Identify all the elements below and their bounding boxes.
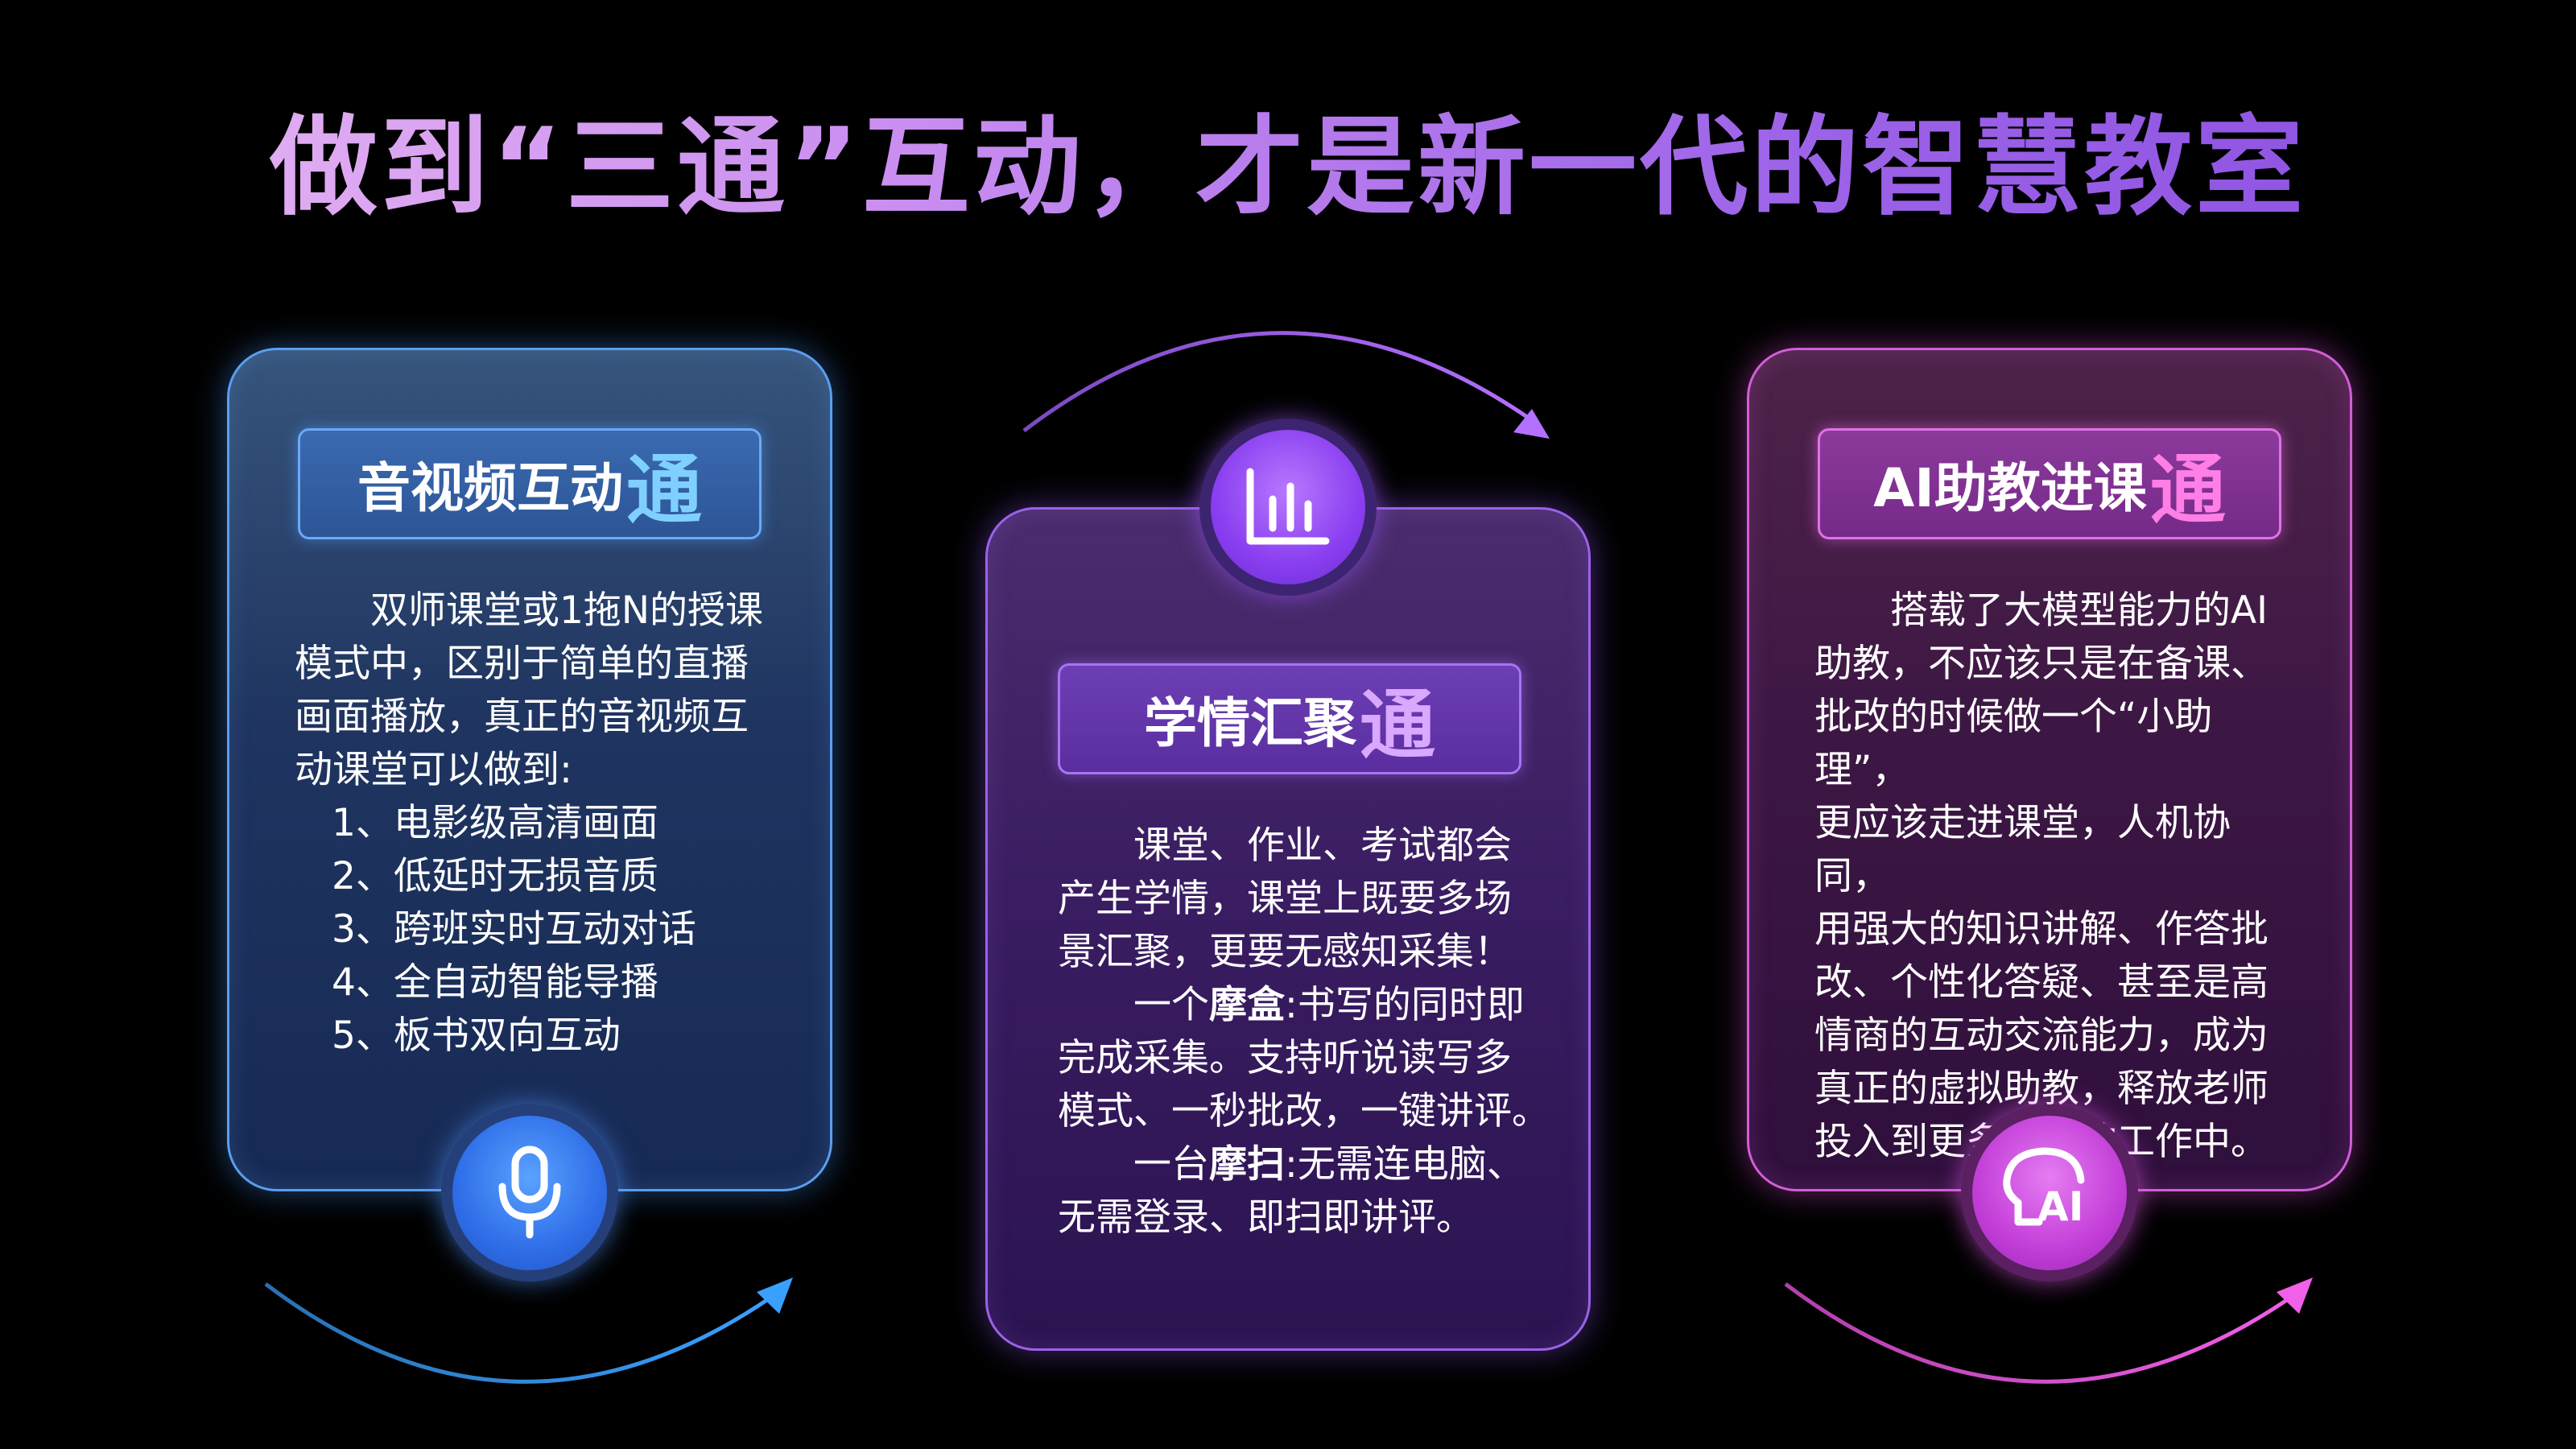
card-label-av: 音视频互动通 — [298, 428, 762, 539]
card-learning-data — [985, 507, 1591, 1351]
text-fragment: 一台 — [1133, 1142, 1209, 1187]
text-line: 更应该走进课堂，人机协同， — [1814, 801, 2231, 898]
text-fragment: :无需连电脑、 — [1285, 1142, 1525, 1187]
card-text-ai: 搭载了大模型能力的AI 助教，不应该只是在备课、 批改的时候做一个“小助理”， … — [1814, 584, 2306, 1169]
microphone-icon — [441, 1104, 618, 1282]
text-line: 搭载了大模型能力的AI — [1890, 588, 2268, 633]
text-fragment: :书写的同时即 — [1285, 983, 1525, 1027]
product-name-mosao: 摩扫 — [1209, 1142, 1285, 1187]
card-label-main: AI助教进课 — [1873, 457, 2147, 519]
bar-chart-icon — [1199, 419, 1377, 596]
text-line: 情商的互动交流能力，成为 — [1814, 1013, 2268, 1058]
card-text-av: 双师课堂或1拖N的授课 模式中，区别于简单的直播 画面播放，真正的音视频互 动课… — [295, 584, 786, 1063]
text-line: 产生学情，课堂上既要多场 — [1058, 877, 1512, 921]
text-line: 模式、一秒批改，一键讲评。 — [1058, 1089, 1550, 1133]
text-line: 真正的虚拟助教，释放老师 — [1814, 1067, 2268, 1111]
list-item: 4、全自动智能导播 — [332, 960, 658, 1005]
text-line: 用强大的知识讲解、作答批 — [1814, 907, 2268, 952]
card-label-main: 音视频互动 — [357, 457, 623, 519]
text-line: 画面播放，真正的音视频互 — [295, 695, 749, 739]
text-line: 课堂、作业、考试都会 — [1133, 824, 1512, 868]
text-line: 批改的时候做一个“小助理”， — [1814, 695, 2213, 792]
text-line: 改、个性化答疑、甚至是高 — [1814, 960, 2268, 1005]
card-label-learning: 学情汇聚通 — [1058, 663, 1521, 774]
card-label-suffix: 通 — [2149, 447, 2226, 535]
list-item: 5、板书双向互动 — [332, 1013, 621, 1058]
product-name-mohe: 摩盒 — [1209, 983, 1285, 1027]
page-title: 做到“三通”互动，才是新一代的智慧教室 — [0, 95, 2576, 240]
text-line: 完成采集。支持听说读写多 — [1058, 1036, 1512, 1080]
list-item: 1、电影级高清画面 — [332, 801, 658, 845]
ai-icon-text: AI — [2037, 1183, 2083, 1230]
text-fragment: 一个 — [1133, 983, 1209, 1027]
list-item: 2、低延时无损音质 — [332, 854, 658, 898]
text-line: 模式中，区别于简单的直播 — [295, 642, 749, 686]
card-text-learning: 课堂、作业、考试都会 产生学情，课堂上既要多场 景汇聚，更要无感知采集！ 一个摩… — [1058, 819, 1573, 1245]
text-line: 动课堂可以做到: — [295, 748, 572, 792]
text-line: 双师课堂或1拖N的授课 — [370, 588, 764, 633]
card-label-suffix: 通 — [1359, 682, 1435, 770]
text-line: 助教，不应该只是在备课、 — [1814, 642, 2268, 686]
card-label-suffix: 通 — [625, 447, 702, 535]
card-label-main: 学情汇聚 — [1143, 692, 1356, 754]
text-line: 无需登录、即扫即讲评。 — [1058, 1195, 1474, 1240]
card-label-ai: AI助教进课通 — [1818, 428, 2281, 539]
ai-head-icon: AI — [1961, 1104, 2138, 1282]
list-item: 3、跨班实时互动对话 — [332, 907, 696, 952]
text-line: 景汇聚，更要无感知采集！ — [1058, 930, 1512, 974]
